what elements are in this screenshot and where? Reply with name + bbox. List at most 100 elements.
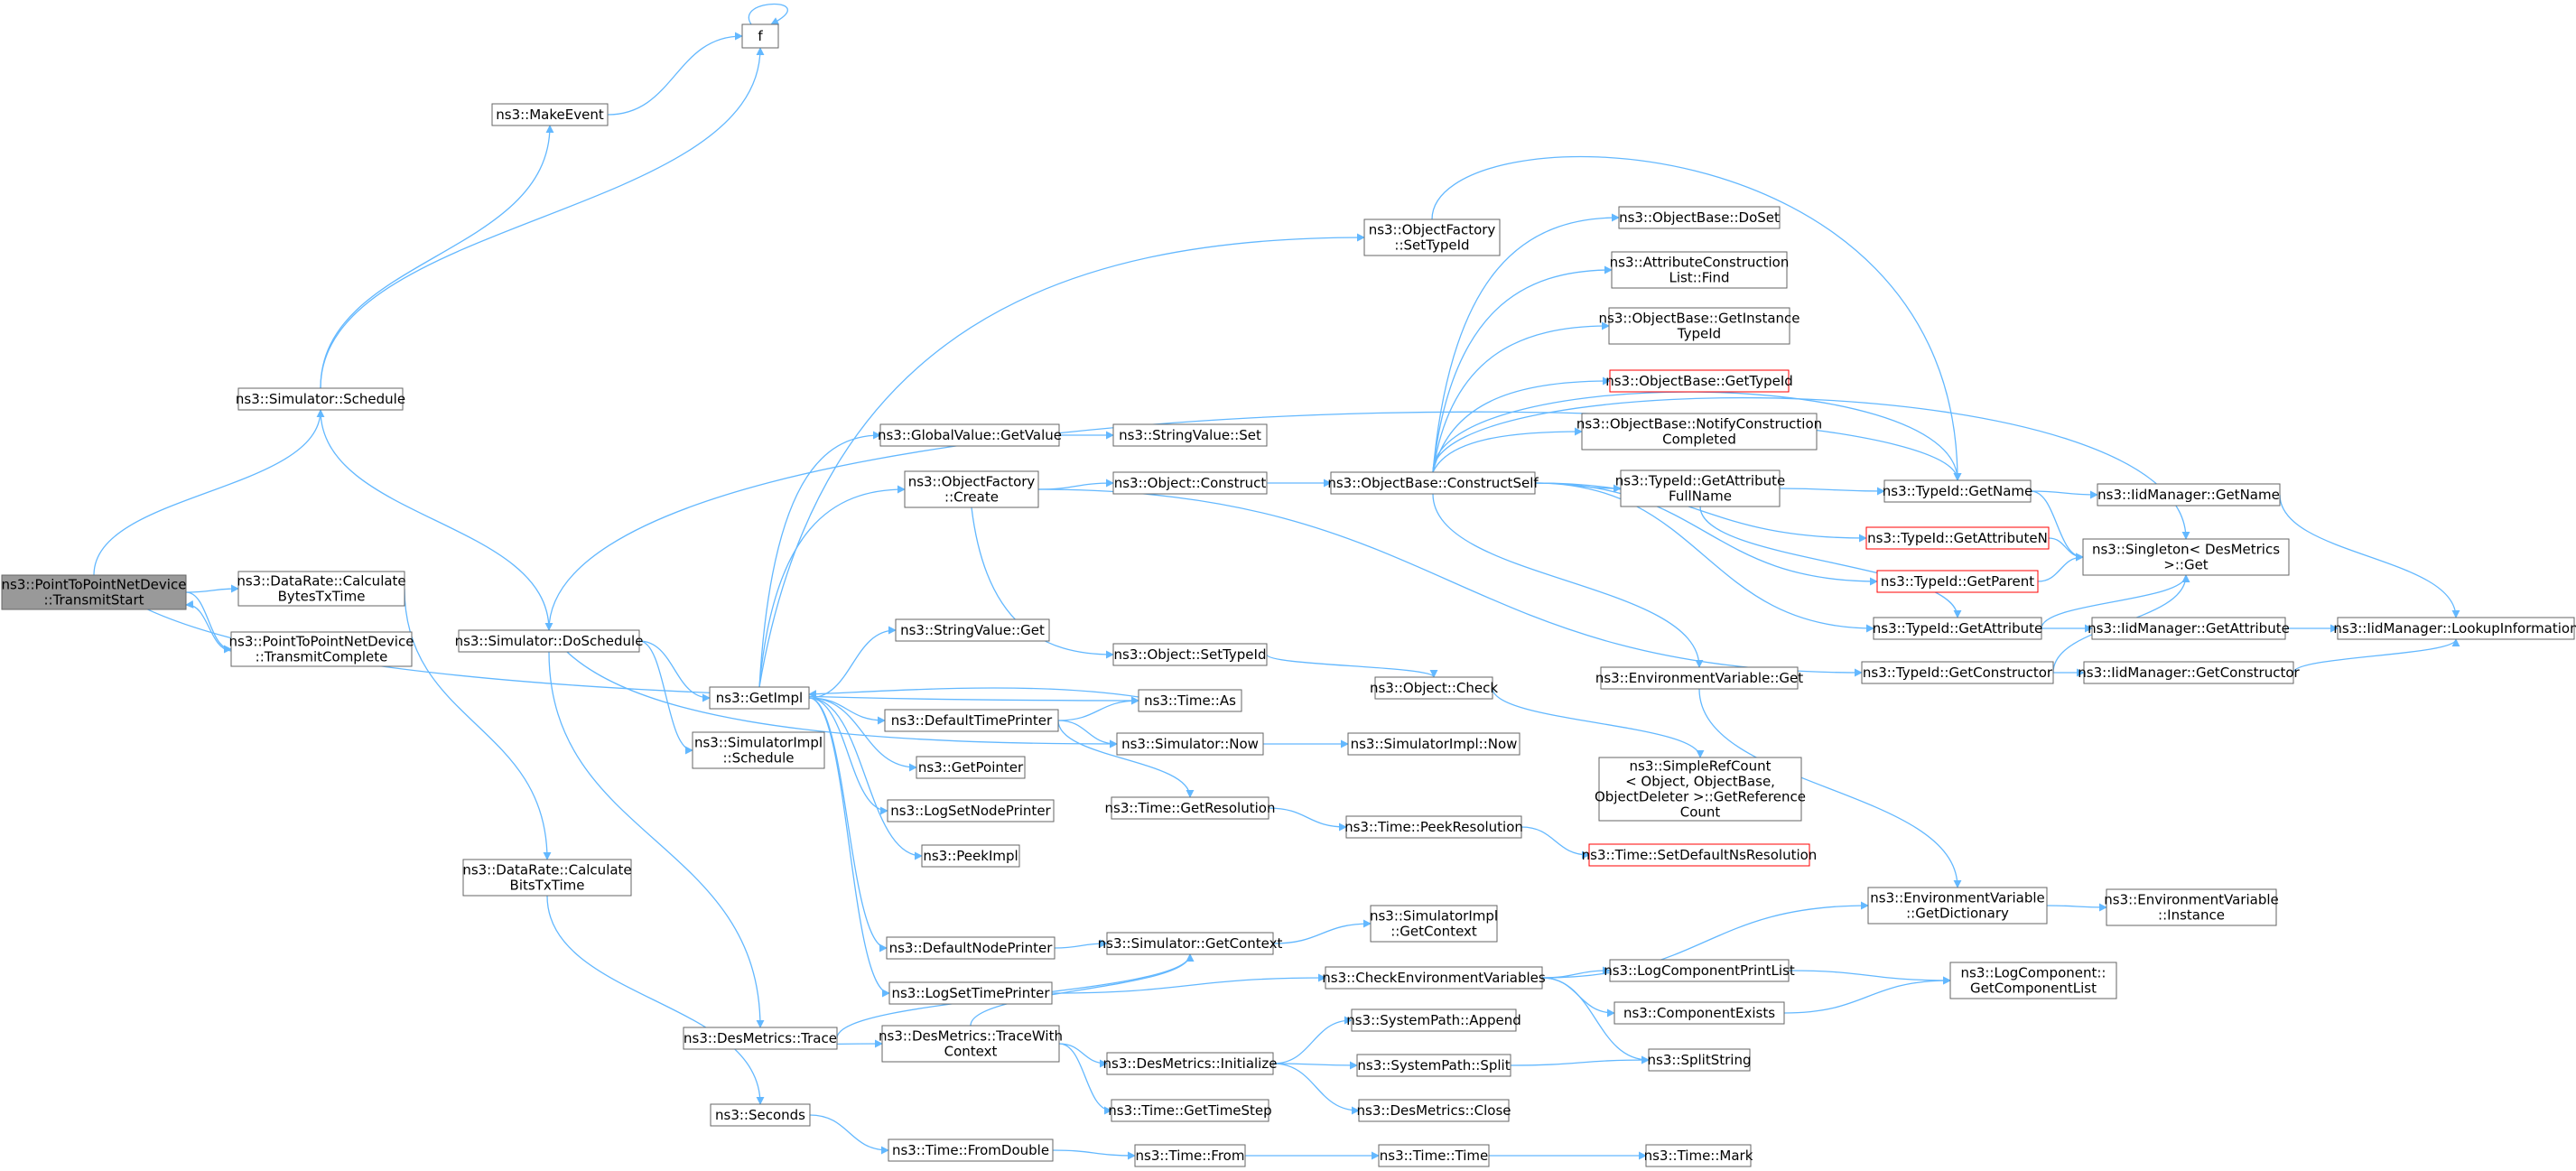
node-seconds[interactable]: ns3::Seconds bbox=[710, 1103, 811, 1127]
node-env_get[interactable]: ns3::EnvironmentVariable::Get bbox=[1595, 666, 1803, 690]
node-lc_printlist[interactable]: ns3::LogComponentPrintList bbox=[1604, 959, 1795, 982]
node-time_gettimestep[interactable]: ns3::Time::GetTimeStep bbox=[1108, 1099, 1272, 1122]
node-iid_getname[interactable]: ns3::IidManager::GetName bbox=[2097, 483, 2281, 507]
node-label: ns3::DesMetrics::Initialize bbox=[1103, 1055, 1278, 1072]
node-sv_get[interactable]: ns3::StringValue::Get bbox=[895, 618, 1050, 642]
node-label: ::TransmitComplete bbox=[256, 649, 388, 665]
node-time_from[interactable]: ns3::Time::From bbox=[1134, 1144, 1246, 1167]
node-tid_getattrn[interactable]: ns3::TypeId::GetAttributeN bbox=[1865, 526, 2050, 550]
node-lsnp[interactable]: ns3::LogSetNodePrinter bbox=[887, 799, 1055, 822]
node-tid_getparent[interactable]: ns3::TypeId::GetParent bbox=[1876, 570, 2039, 593]
call-edge-desm_tracewith-to-desm_init bbox=[1058, 1043, 1108, 1068]
node-box bbox=[1609, 369, 1790, 393]
node-sim_schedule[interactable]: ns3::Simulator::Schedule bbox=[236, 387, 405, 411]
node-lc_getlist[interactable]: ns3::LogComponent::GetComponentList bbox=[1949, 962, 2117, 999]
node-sp_split[interactable]: ns3::SystemPath::Split bbox=[1356, 1054, 1511, 1077]
node-desm_close[interactable]: ns3::DesMetrics::Close bbox=[1357, 1099, 1511, 1122]
node-desm_trace[interactable]: ns3::DesMetrics::Trace bbox=[683, 1027, 838, 1050]
node-sv_set[interactable]: ns3::StringValue::Set bbox=[1112, 423, 1268, 447]
node-obj_settypeid[interactable]: ns3::Object::SetTypeId bbox=[1112, 643, 1268, 666]
node-ob_constructself[interactable]: ns3::ObjectBase::ConstructSelf bbox=[1327, 471, 1539, 495]
node-iid_getconstructor[interactable]: ns3::IidManager::GetConstructor bbox=[2078, 661, 2301, 684]
node-label: ns3::Time::GetTimeStep bbox=[1108, 1102, 1271, 1119]
node-box bbox=[881, 1025, 1060, 1063]
node-time_mark[interactable]: ns3::Time::Mark bbox=[1644, 1144, 1753, 1167]
node-f[interactable]: f bbox=[741, 23, 779, 49]
node-time_as[interactable]: ns3::Time::As bbox=[1138, 689, 1242, 712]
node-time_setdefres[interactable]: ns3::Time::SetDefaultNsResolution bbox=[1582, 843, 1818, 867]
node-env_instance[interactable]: ns3::EnvironmentVariable::Instance bbox=[2104, 888, 2279, 926]
node-box bbox=[491, 103, 609, 126]
node-getimpl[interactable]: ns3::GetImpl bbox=[709, 686, 810, 710]
node-ob_notify[interactable]: ns3::ObjectBase::NotifyConstructionCompl… bbox=[1576, 413, 1822, 451]
call-edge-iid_getname-to-iid_lookup bbox=[2279, 494, 2460, 618]
node-label: ns3::ObjectFactory bbox=[908, 474, 1036, 490]
node-check_env[interactable]: ns3::CheckEnvironmentVariables bbox=[1322, 966, 1546, 990]
node-label: ns3::TypeId::GetParent bbox=[1881, 573, 2034, 590]
node-box bbox=[1618, 206, 1781, 229]
node-obj_construct[interactable]: ns3::Object::Construct bbox=[1112, 471, 1268, 495]
node-dnp[interactable]: ns3::DefaultNodePrinter bbox=[886, 936, 1056, 960]
node-ob_doset[interactable]: ns3::ObjectBase::DoSet bbox=[1618, 206, 1781, 229]
node-splitstring[interactable]: ns3::SplitString bbox=[1648, 1048, 1752, 1072]
node-obj_check[interactable]: ns3::Object::Check bbox=[1370, 676, 1498, 700]
node-tid_getattr[interactable]: ns3::TypeId::GetAttribute bbox=[1873, 617, 2042, 640]
node-lstp[interactable]: ns3::LogSetTimePrinter bbox=[888, 981, 1053, 1005]
call-edge-getimpl-to-lstp bbox=[808, 697, 890, 998]
node-simimpl_schedule[interactable]: ns3::SimulatorImpl::Schedule bbox=[692, 731, 825, 769]
node-iid_lookup[interactable]: ns3::IidManager::LookupInformation bbox=[2333, 617, 2576, 640]
node-simimpl_getcontext[interactable]: ns3::SimulatorImpl::GetContext bbox=[1370, 905, 1498, 943]
call-edge-desm_init-to-sp_split bbox=[1272, 1061, 1358, 1070]
call-edge-of_settypeid-to-tid_getname bbox=[1431, 155, 1962, 481]
node-box bbox=[2097, 483, 2281, 507]
node-box bbox=[1370, 905, 1498, 943]
node-label: ns3::TypeId::GetAttribute bbox=[1615, 473, 1785, 489]
node-sp_append[interactable]: ns3::SystemPath::Append bbox=[1346, 1008, 1521, 1032]
node-label: ns3::StringValue::Set bbox=[1119, 427, 1261, 443]
node-box bbox=[888, 981, 1053, 1005]
node-sim_doschedule[interactable]: ns3::Simulator::DoSchedule bbox=[455, 629, 644, 653]
node-label: ns3::StringValue::Get bbox=[900, 622, 1045, 638]
node-peekimpl[interactable]: ns3::PeekImpl bbox=[921, 844, 1020, 868]
node-make_event[interactable]: ns3::MakeEvent bbox=[491, 103, 609, 126]
node-dtp[interactable]: ns3::DefaultTimePrinter bbox=[884, 709, 1059, 732]
node-comp_exists[interactable]: ns3::ComponentExists bbox=[1613, 1001, 1785, 1025]
node-desm_init[interactable]: ns3::DesMetrics::Initialize bbox=[1103, 1052, 1278, 1075]
node-env_getdict[interactable]: ns3::EnvironmentVariable::GetDictionary bbox=[1867, 887, 2048, 925]
node-label: ns3::SystemPath::Append bbox=[1346, 1012, 1521, 1028]
node-label: ns3::Seconds bbox=[715, 1107, 805, 1123]
node-root[interactable]: ns3::PointToPointNetDevice::TransmitStar… bbox=[1, 574, 187, 610]
node-tid_getconstructor[interactable]: ns3::TypeId::GetConstructor bbox=[1861, 661, 2054, 684]
node-label: ns3::TypeId::GetName bbox=[1883, 483, 2032, 499]
node-box bbox=[1949, 962, 2117, 999]
node-simimpl_now[interactable]: ns3::SimulatorImpl::Now bbox=[1347, 732, 1520, 756]
node-tid_getname[interactable]: ns3::TypeId::GetName bbox=[1883, 479, 2032, 503]
node-of_create[interactable]: ns3::ObjectFactory::Create bbox=[904, 470, 1039, 508]
node-p2p_complete[interactable]: ns3::PointToPointNetDevice::TransmitComp… bbox=[229, 631, 414, 667]
node-ob_gettypeid[interactable]: ns3::ObjectBase::GetTypeId bbox=[1605, 369, 1793, 393]
node-label: ns3::DataRate::Calculate bbox=[237, 573, 405, 590]
node-label: ns3::PointToPointNetDevice bbox=[229, 634, 414, 650]
node-label: ns3::PeekImpl bbox=[923, 848, 1018, 864]
node-gv_getvalue[interactable]: ns3::GlobalValue::GetValue bbox=[878, 423, 1062, 447]
node-time_fromdouble[interactable]: ns3::Time::FromDouble bbox=[888, 1138, 1054, 1162]
node-time_getres[interactable]: ns3::Time::GetResolution bbox=[1105, 796, 1276, 820]
call-edge-ob_constructself-to-ob_notify bbox=[1432, 427, 1583, 473]
node-singleton_get[interactable]: ns3::Singleton< DesMetrics >::Get bbox=[2082, 538, 2290, 576]
node-box bbox=[1112, 471, 1268, 495]
node-sim_getcontext[interactable]: ns3::Simulator::GetContext bbox=[1098, 932, 1283, 955]
node-time_time[interactable]: ns3::Time::Time bbox=[1378, 1144, 1490, 1167]
node-of_settypeid[interactable]: ns3::ObjectFactory::SetTypeId bbox=[1363, 218, 1501, 256]
node-label: ns3::IidManager::GetName bbox=[2097, 487, 2280, 503]
node-time_peekres[interactable]: ns3::Time::PeekResolution bbox=[1344, 815, 1523, 839]
node-getpointer[interactable]: ns3::GetPointer bbox=[916, 756, 1026, 779]
node-sim_now[interactable]: ns3::Simulator::Now bbox=[1116, 732, 1264, 756]
node-iid_getattr[interactable]: ns3::IidManager::GetAttribute bbox=[2088, 617, 2290, 640]
node-src_getref[interactable]: ns3::SimpleRefCount< Object, ObjectBase,… bbox=[1595, 757, 1806, 822]
